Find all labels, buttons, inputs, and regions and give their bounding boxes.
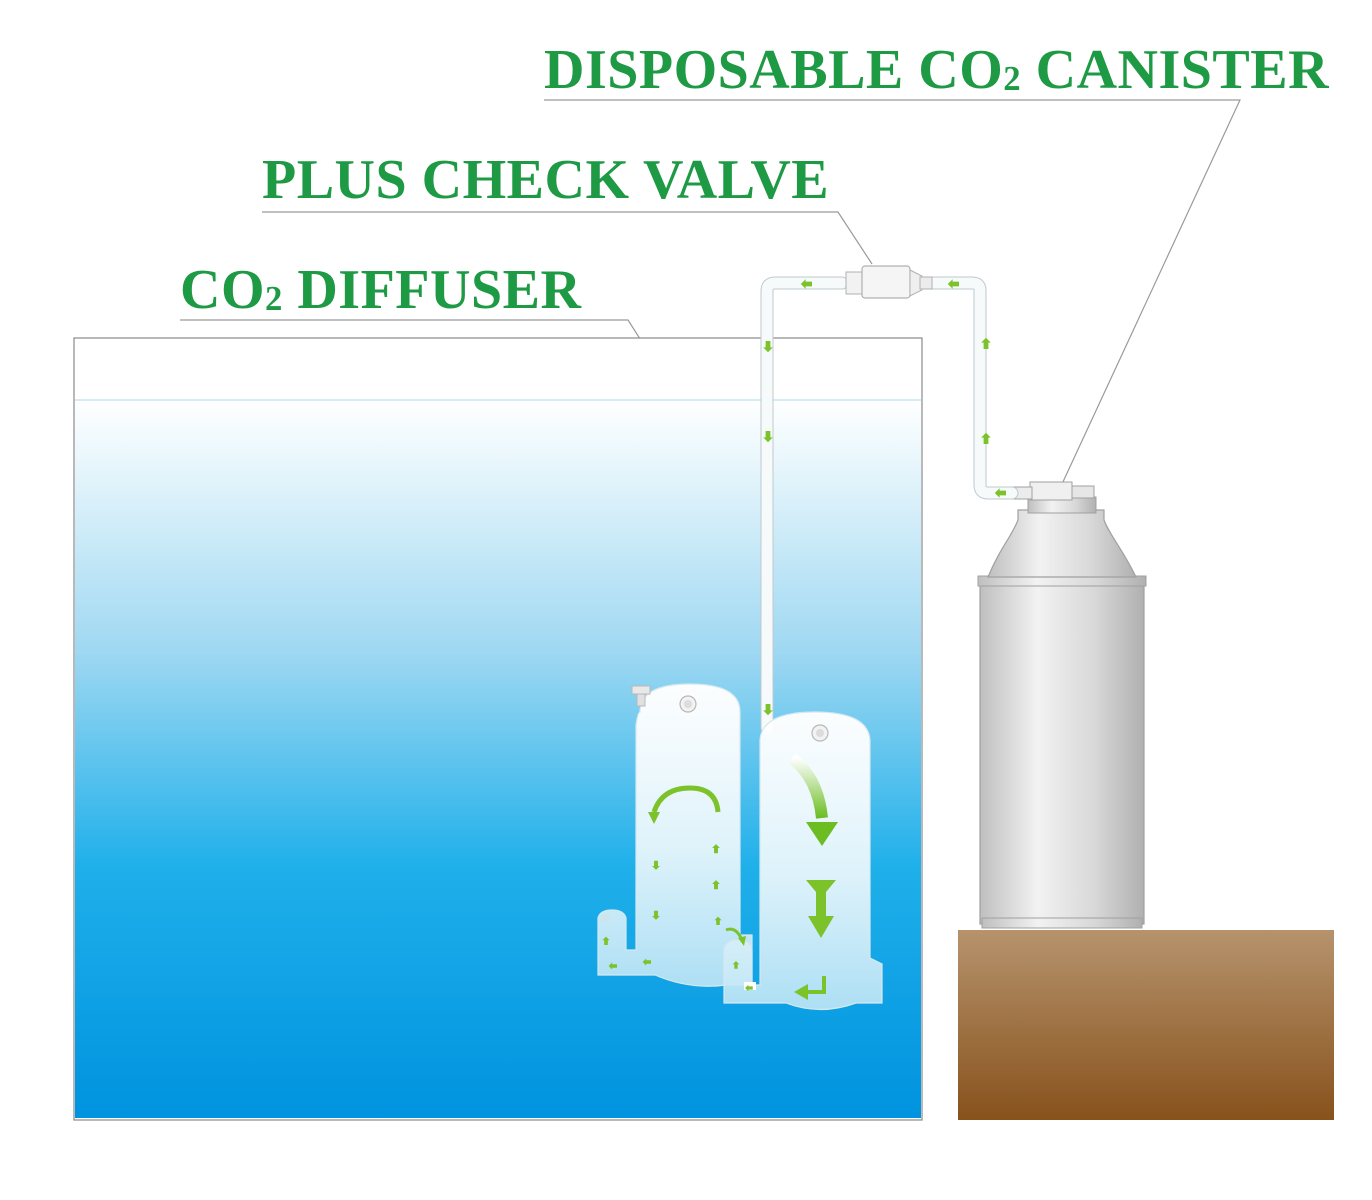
canister-label: DISPOSABLE CO2 CANISTER xyxy=(544,39,1330,101)
valve-leader-line xyxy=(262,211,873,265)
diffuser-label: CO2 DIFFUSER xyxy=(180,259,582,321)
co2-canister-icon xyxy=(977,481,1147,929)
diffuser-small-arrows xyxy=(602,844,753,992)
arrow-icon xyxy=(806,880,836,918)
arrow-icon xyxy=(794,976,826,1000)
diffuser-icon xyxy=(597,683,883,1011)
diffuser-left-cap-stem xyxy=(636,693,646,707)
co2-tubing xyxy=(760,276,1019,735)
valve-left-cap xyxy=(845,271,865,295)
arrow-icon xyxy=(738,936,746,946)
canister-valve-knob xyxy=(1071,485,1095,499)
canister-stand xyxy=(958,930,1334,1120)
diffuser-left-chamber xyxy=(597,683,753,987)
arrow-icon xyxy=(806,822,838,846)
diffuser-swirl xyxy=(788,753,828,819)
canister-bottom-rim xyxy=(981,917,1143,929)
diffuser-left-hole xyxy=(602,914,610,922)
check-valve-icon xyxy=(845,265,933,299)
canister-shoulder xyxy=(987,509,1137,578)
arrow-icon xyxy=(808,916,834,938)
valve-inlet xyxy=(919,276,933,290)
diffuser-left-cap xyxy=(631,685,651,695)
canister-leader-line xyxy=(544,99,1241,485)
canister-valve-head xyxy=(1029,481,1073,501)
canister-body xyxy=(979,579,1145,925)
diffuser-left-swirl xyxy=(651,785,721,813)
arrow-icon xyxy=(648,812,660,824)
diffuser-left-port-inner xyxy=(684,700,692,708)
valve-right-cap xyxy=(909,269,923,297)
diffuser-right-port-inner xyxy=(816,729,824,737)
valve-body xyxy=(861,265,911,299)
diffuser-outlet xyxy=(744,982,756,990)
check-valve-label: PLUS CHECK VALVE xyxy=(262,149,830,211)
